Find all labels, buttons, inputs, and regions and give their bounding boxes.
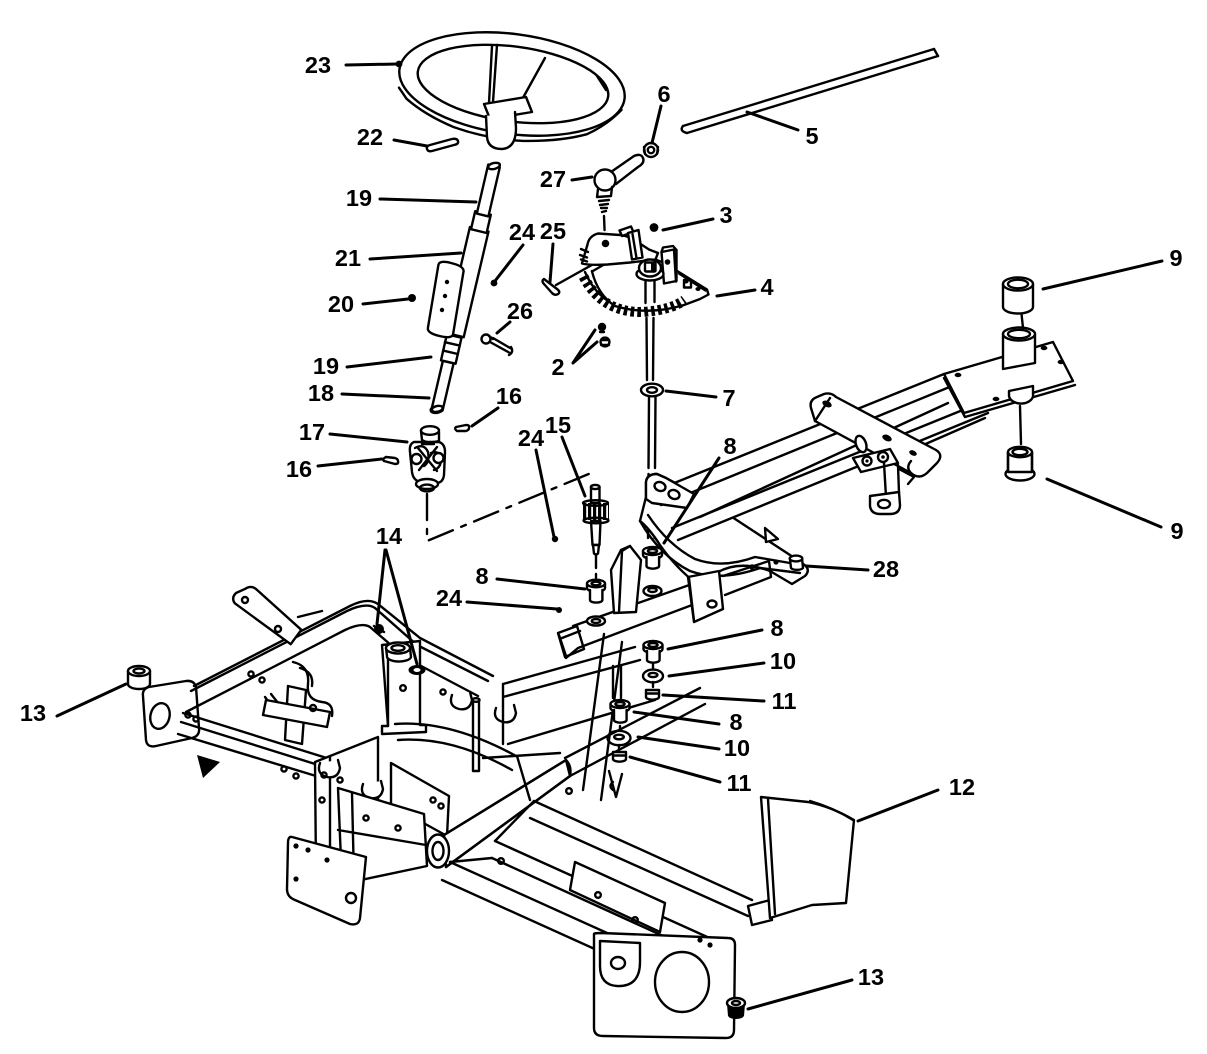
svg-text:25: 25 xyxy=(540,218,566,244)
svg-text:18: 18 xyxy=(308,380,334,406)
svg-text:26: 26 xyxy=(507,298,533,324)
svg-text:9: 9 xyxy=(1170,518,1183,544)
svg-text:13: 13 xyxy=(858,964,884,990)
svg-text:24: 24 xyxy=(436,585,462,611)
svg-text:11: 11 xyxy=(772,688,797,714)
svg-text:11: 11 xyxy=(727,770,752,796)
svg-text:13: 13 xyxy=(20,700,46,726)
svg-text:3: 3 xyxy=(719,202,732,228)
svg-text:19: 19 xyxy=(313,353,339,379)
svg-text:7: 7 xyxy=(722,385,735,411)
svg-text:8: 8 xyxy=(770,615,783,641)
svg-text:23: 23 xyxy=(305,52,331,78)
svg-text:10: 10 xyxy=(770,648,796,674)
svg-text:8: 8 xyxy=(723,433,736,459)
svg-text:19: 19 xyxy=(346,185,372,211)
svg-text:28: 28 xyxy=(873,556,899,582)
svg-text:10: 10 xyxy=(724,735,750,761)
svg-text:15: 15 xyxy=(545,412,571,438)
svg-text:8: 8 xyxy=(475,563,488,589)
svg-text:4: 4 xyxy=(760,274,773,300)
svg-text:16: 16 xyxy=(496,383,522,409)
svg-text:27: 27 xyxy=(540,166,566,192)
svg-text:6: 6 xyxy=(657,81,670,107)
svg-text:8: 8 xyxy=(729,709,742,735)
svg-text:9: 9 xyxy=(1169,245,1182,271)
svg-text:12: 12 xyxy=(949,774,975,800)
svg-text:22: 22 xyxy=(357,124,383,150)
svg-text:24: 24 xyxy=(509,219,535,245)
svg-text:17: 17 xyxy=(299,419,325,445)
svg-text:20: 20 xyxy=(328,291,354,317)
svg-text:14: 14 xyxy=(376,523,402,549)
svg-text:2: 2 xyxy=(551,354,564,380)
svg-text:16: 16 xyxy=(286,456,312,482)
svg-text:24: 24 xyxy=(518,425,544,451)
svg-text:5: 5 xyxy=(805,123,818,149)
svg-text:21: 21 xyxy=(335,245,361,271)
